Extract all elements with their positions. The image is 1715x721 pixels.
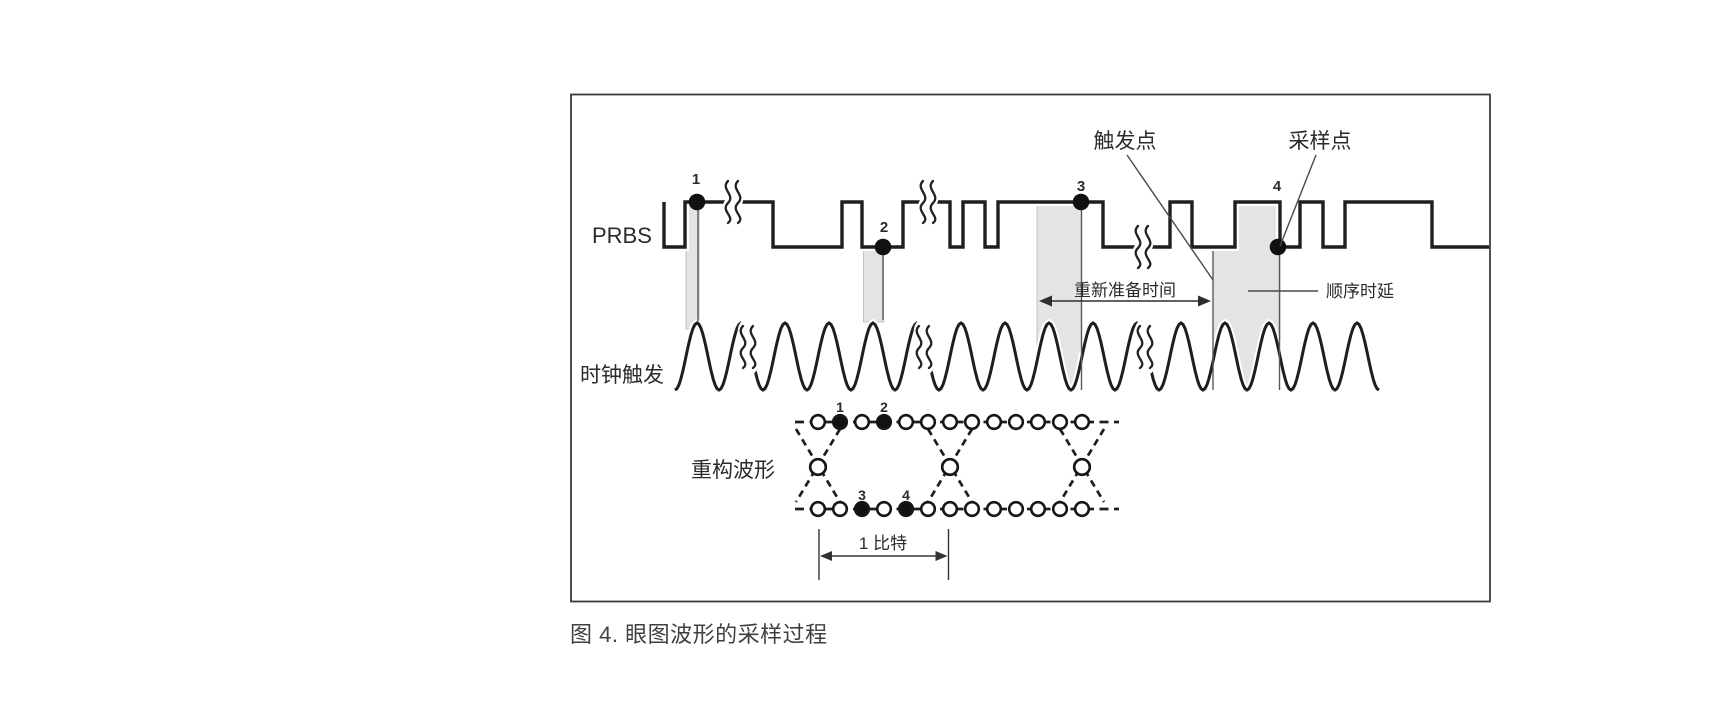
sequential-delay-label: 顺序时延 (1326, 282, 1394, 301)
eye-crossing-circle-1 (808, 457, 828, 477)
sample-point-callout-line (1279, 154, 1317, 247)
eye-sample-dot (963, 500, 981, 518)
figure-caption: 图 4. 眼图波形的采样过程 (570, 622, 828, 647)
break-squiggle-icon (919, 179, 927, 225)
eye-sample-dot (831, 500, 849, 518)
eye-sample-dot (963, 413, 981, 431)
eye-sample-dot (985, 500, 1003, 518)
trigger-point-callout-line (1126, 154, 1214, 281)
sample-dot-2 (874, 238, 892, 256)
eye-sample-dot (831, 413, 849, 431)
eye-sample-dot (1029, 500, 1047, 518)
eye-crossings (794, 428, 1106, 503)
one-bit-ruler (818, 529, 950, 580)
sample-number-4: 4 (1273, 178, 1282, 195)
eye-crossing-circle-3 (1072, 457, 1092, 477)
eye-sample-dot (809, 413, 827, 431)
eye-sample-dot (1007, 500, 1025, 518)
eye-number-3: 3 (858, 487, 866, 503)
break-squiggle-icon (925, 324, 933, 370)
sample-number-3: 3 (1077, 178, 1085, 195)
break-squiggle-icon (734, 179, 742, 225)
break-squiggle-icon (1146, 324, 1154, 370)
eye-number-1: 1 (836, 399, 844, 415)
break-eraser-2 (917, 173, 939, 231)
break-squiggle-icon (915, 324, 923, 370)
prbs-label: PRBS (592, 223, 652, 248)
break-marks (722, 173, 1156, 376)
trigger-point-label: 触发点 (1094, 130, 1157, 153)
clock-sine-waveform (674, 321, 1380, 392)
eye-sample-dot (1051, 413, 1069, 431)
eye-sample-dot (985, 413, 1003, 431)
eye-sample-dot (809, 500, 827, 518)
break-squiggle-icon (1144, 224, 1152, 270)
eye-sample-dot (941, 413, 959, 431)
eye-sample-dot (875, 413, 893, 431)
sample-dot-1 (688, 193, 706, 211)
eye-sample-dot (1051, 500, 1069, 518)
prbs-waveform (662, 200, 1489, 249)
rearm-time-label: 重新准备时间 (1074, 281, 1176, 300)
clock-trigger-label: 时钟触发 (580, 364, 664, 387)
eye-sample-dot (919, 500, 937, 518)
break-eraser-6 (1134, 318, 1156, 376)
eye-sample-dot (1073, 500, 1091, 518)
sample-number-1: 1 (692, 171, 700, 188)
eye-sample-dot (941, 500, 959, 518)
reconstructed-waveform-label: 重构波形 (691, 459, 775, 482)
break-squiggle-icon (929, 179, 937, 225)
eye-sample-dot (919, 413, 937, 431)
eye-sample-dot (1007, 413, 1025, 431)
eye-sample-dot (897, 413, 915, 431)
break-squiggle-icon (749, 324, 757, 370)
eye-diagram (794, 413, 1119, 518)
sampling-band-2 (863, 247, 884, 323)
eye-sample-dot (897, 500, 915, 518)
sample-number-2: 2 (880, 219, 888, 236)
break-squiggle-icon (724, 179, 732, 225)
eye-number-4: 4 (902, 487, 910, 503)
break-eraser-3 (1132, 218, 1154, 276)
eye-number-2: 2 (880, 399, 888, 415)
sample-dot-4 (1269, 238, 1287, 256)
eye-sample-dot (853, 500, 871, 518)
eye-sample-dot (875, 500, 893, 518)
one-bit-label: 1 比特 (859, 534, 907, 553)
break-eraser-4 (737, 318, 759, 376)
break-squiggle-icon (739, 324, 747, 370)
eye-sample-dot (853, 413, 871, 431)
break-squiggle-icon (1136, 324, 1144, 370)
eye-sample-dot (1073, 413, 1091, 431)
eye-crossing-circle-2 (940, 457, 960, 477)
sample-point-label: 采样点 (1289, 130, 1352, 153)
break-eraser-5 (913, 318, 935, 376)
sample-dot-3 (1072, 193, 1090, 211)
rearm-arrow (1039, 295, 1211, 307)
figure-frame (570, 93, 1491, 603)
eye-sample-dot (1029, 413, 1047, 431)
eye-sample-dots (809, 413, 1091, 518)
break-squiggle-icon (1134, 224, 1142, 270)
break-eraser-1 (722, 173, 744, 231)
